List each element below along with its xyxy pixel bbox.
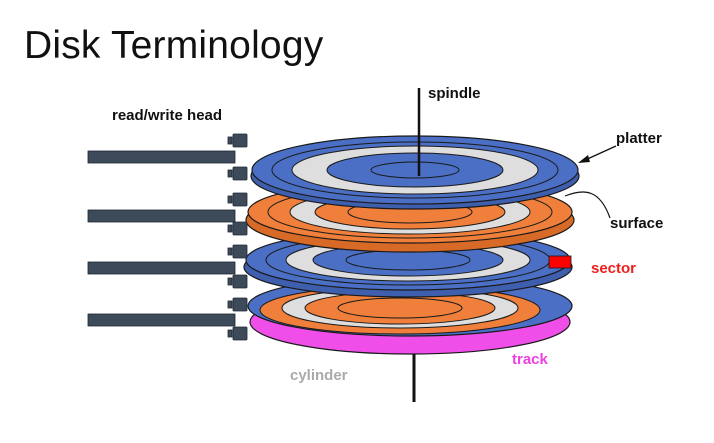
surface-label: surface bbox=[610, 215, 663, 232]
sector-label: sector bbox=[591, 260, 636, 277]
platter-pointer bbox=[578, 145, 617, 163]
cylinder-label: cylinder bbox=[290, 367, 348, 384]
platter-label: platter bbox=[616, 130, 662, 147]
read-write-heads bbox=[227, 133, 248, 341]
sector-mark bbox=[548, 255, 572, 269]
surface-pointer bbox=[564, 191, 611, 219]
page-title: Disk Terminology bbox=[24, 24, 324, 67]
spindle-label: spindle bbox=[428, 85, 481, 102]
read-write-head-label: read/write head bbox=[112, 107, 222, 124]
platter-blue-top bbox=[250, 135, 580, 210]
track-label: track bbox=[512, 351, 549, 368]
head-arms bbox=[87, 150, 236, 327]
